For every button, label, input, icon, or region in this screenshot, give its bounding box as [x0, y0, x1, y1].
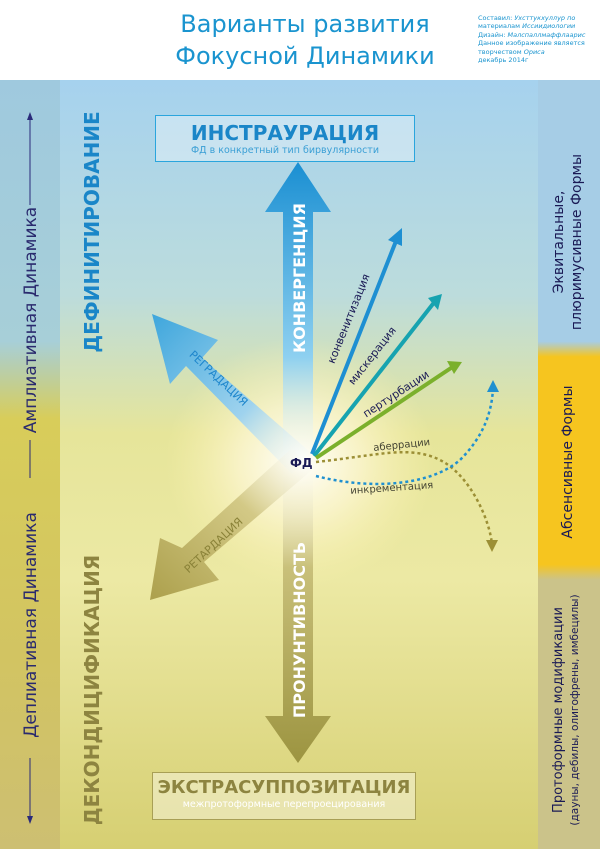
ray-incrementation: [315, 380, 499, 486]
down-arrow-pronuntivity: [265, 462, 331, 763]
ampliative-dynamics-label: Амплиативная Динамика: [21, 206, 41, 434]
protoform-line-2: (дауны, дебилы, олигофрены, имбецилы): [569, 594, 581, 826]
credits-note: Данное изображение является: [478, 39, 585, 48]
right-forms-column: [538, 80, 600, 849]
equivital-forms-line-2: плюримусивные Формы: [569, 153, 585, 331]
credits-design-label: Дизайн:: [478, 30, 506, 39]
credits-creator: Ориса: [523, 47, 545, 56]
instauration-title: ИНСТРАУРАЦИЯ: [190, 121, 380, 145]
credits-author: Ухсттукхуллур по: [514, 14, 576, 22]
extrasupposition-subtitle: межпротоформные перепроецирования: [182, 799, 386, 810]
equivital-forms-line-1: Эквитальные,: [551, 190, 567, 294]
ray-miskeration: [312, 294, 442, 458]
ray-convenitization: [310, 228, 402, 455]
focus-dynamics-label: ФД: [290, 456, 313, 470]
upper-left-arrow-regradation: [152, 314, 310, 474]
axis-center-dash: —: [22, 453, 38, 467]
header: [0, 0, 600, 80]
instauration-subtitle: ФД в конкретный тип бирвулярности: [190, 145, 380, 156]
definition-label: ДЕФИНИТИРОВАНИЕ: [80, 111, 104, 353]
deconditification-label: ДЕКОНДИЦИФИКАЦИЯ: [80, 554, 104, 826]
extrasupposition-box: ЭКСТРАСУППОЗИТАЦИЯ межпротоформные переп…: [152, 772, 416, 820]
up-arrow-convergence: [265, 162, 331, 462]
ray-perturbations: [314, 361, 462, 460]
credits-designer: Малспаллмаффлаарис: [507, 30, 586, 39]
credits-compiler-label: Составил:: [478, 14, 513, 22]
title-line-2: Фокусной Динамики: [175, 42, 435, 70]
protoform-modifications-label: Протоформные модификации (дауны, дебилы,…: [550, 594, 584, 825]
convergence-label: КОНВЕРГЕНЦИЯ: [290, 203, 309, 353]
pronuntivity-label: ПРОНУНТИВНОСТЬ: [290, 542, 309, 718]
title-line-1: Варианты развития: [180, 10, 430, 38]
depliative-dynamics-label: Деплиативная Динамика: [21, 512, 41, 738]
left-axis-arrow: [27, 112, 33, 824]
credits-source: Иссиидиологии: [522, 22, 576, 31]
extrasupposition-title: ЭКСТРАСУППОЗИТАЦИЯ: [157, 777, 411, 798]
instauration-box: ИНСТРАУРАЦИЯ ФД в конкретный тип бирвуля…: [155, 115, 415, 162]
equivital-forms-label: Эквитальные, плюримусивные Формы: [550, 154, 586, 330]
ray-aberrations: [315, 450, 498, 552]
absensive-forms-label: Абсенсивные Формы: [560, 385, 576, 539]
credits-creator-label: творчеством: [478, 47, 522, 56]
lower-left-arrow-retardation: [150, 448, 312, 600]
protoform-line-1: Протоформные модификации: [551, 607, 566, 813]
page-title: Варианты развития Фокусной Динамики: [140, 8, 470, 72]
credits-date: декабрь 2014г: [478, 56, 529, 65]
credits-materials-label: материалам: [478, 22, 521, 31]
credits-block: Составил: Ухсттукхуллур по материалам Ис…: [478, 14, 598, 64]
